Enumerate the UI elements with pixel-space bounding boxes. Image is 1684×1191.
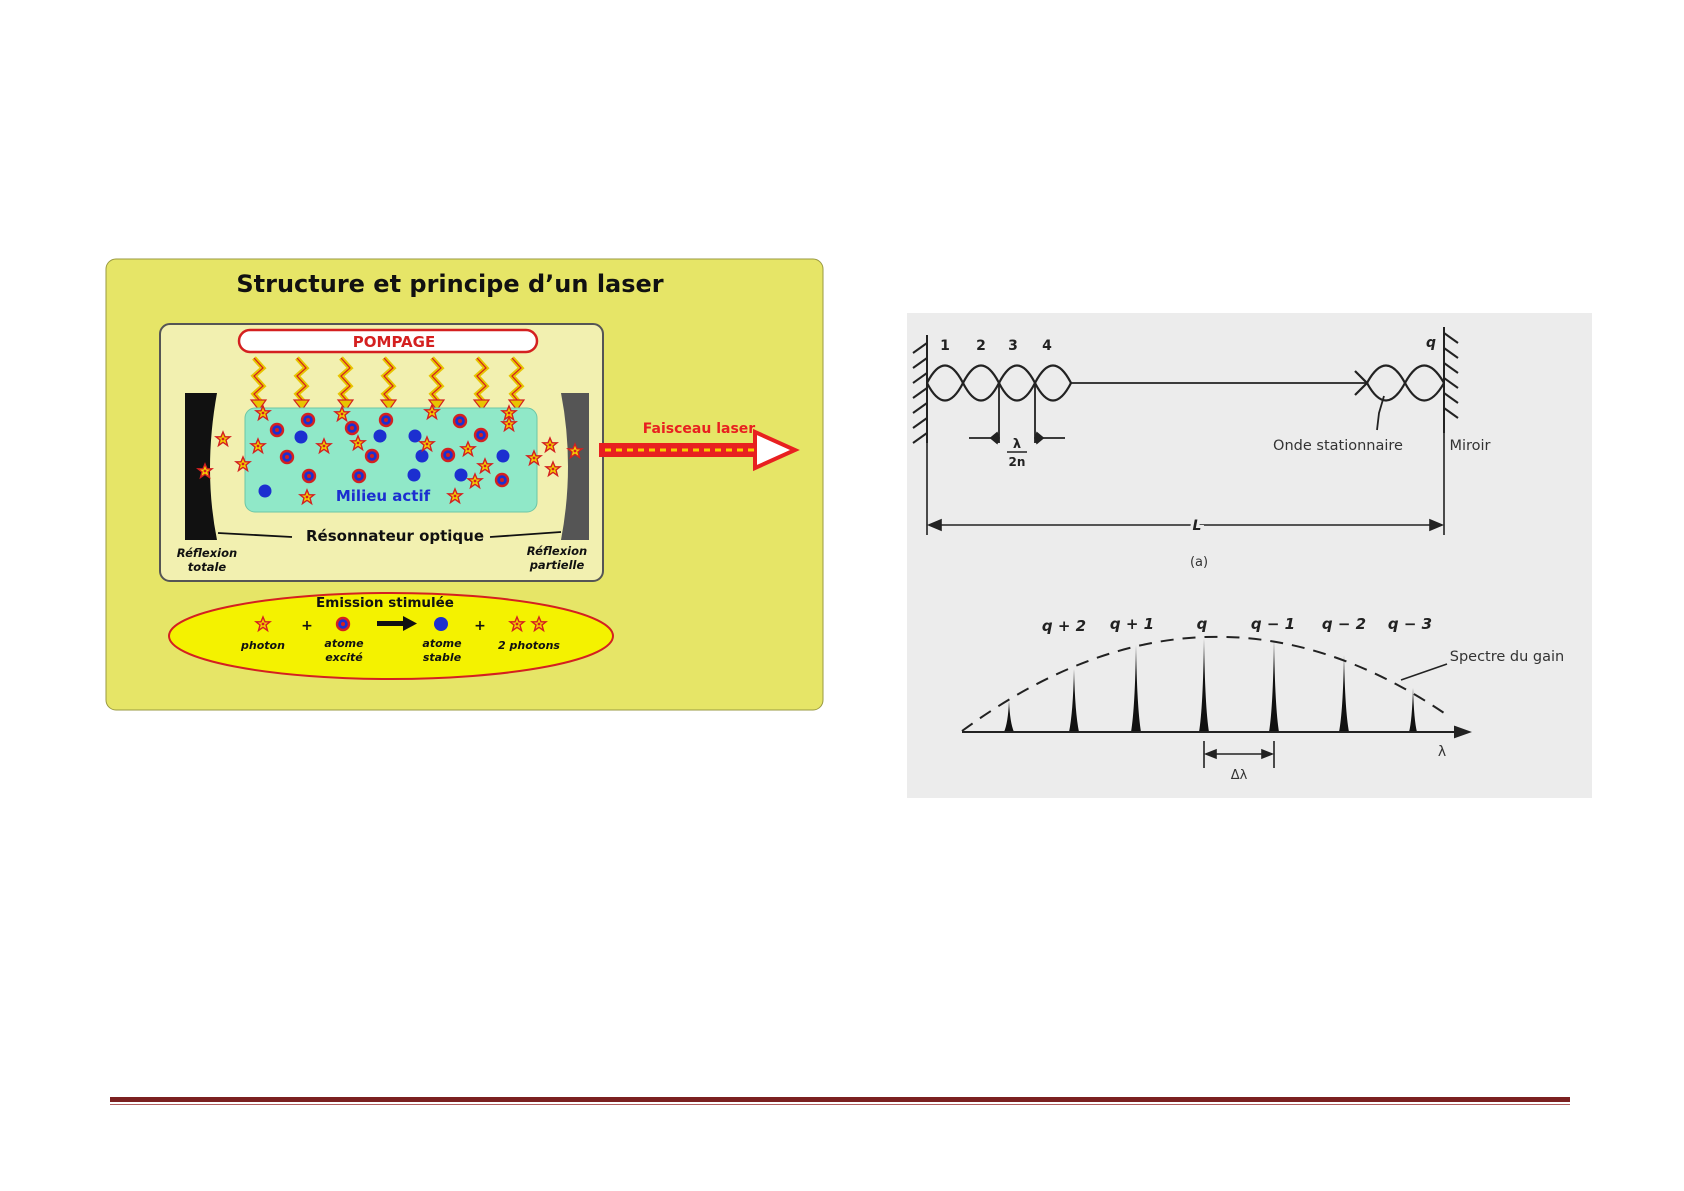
standing-wave-label: Onde stationnaire bbox=[1273, 438, 1403, 454]
half-wavelength-denominator: 2n bbox=[1009, 455, 1026, 469]
emission-stable-label-1: atome bbox=[422, 637, 462, 650]
emission-excited-label-1: atome bbox=[324, 637, 364, 650]
emission-excited-atom-icon bbox=[337, 618, 349, 630]
panel-label: (a) bbox=[1190, 555, 1208, 570]
emission-stable-label-2: stable bbox=[423, 651, 462, 664]
mirror-right-label-1: Réflexion bbox=[527, 544, 587, 558]
mode-label-q-plus-1: q + 1 bbox=[1110, 615, 1154, 633]
cavity-modes-figure: 1 2 3 4 q λ 2n Onde stationnaire Miroir … bbox=[907, 313, 1592, 798]
footer-rule bbox=[110, 1097, 1570, 1102]
emission-photons-label: 2 photons bbox=[498, 639, 560, 652]
emission-stable-atom-icon bbox=[434, 617, 448, 631]
laser-structure-figure: Structure et principe d’un laser POMPAGE… bbox=[105, 258, 824, 711]
axis-label: λ bbox=[1438, 744, 1446, 760]
mode-number-q: q bbox=[1426, 335, 1436, 351]
mode-label-q: q bbox=[1197, 615, 1208, 633]
mode-label-q-minus-1: q − 1 bbox=[1251, 615, 1295, 633]
beam-label: Faisceau laser bbox=[643, 421, 755, 437]
mirror-label: Miroir bbox=[1449, 438, 1490, 454]
half-wavelength-numerator: λ bbox=[1013, 437, 1021, 452]
gain-label: Spectre du gain bbox=[1450, 649, 1564, 665]
mode-number-2: 2 bbox=[976, 338, 986, 354]
resonator-label: Résonnateur optique bbox=[306, 527, 484, 545]
mirror-left-label-1: Réflexion bbox=[177, 546, 237, 560]
emission-plus-1: + bbox=[301, 618, 313, 634]
mode-number-1: 1 bbox=[940, 338, 950, 354]
mode-label-q-minus-2: q − 2 bbox=[1322, 615, 1366, 633]
emission-photon-label: photon bbox=[240, 639, 285, 652]
length-label: L bbox=[1193, 518, 1202, 534]
emission-excited-label-2: excité bbox=[325, 651, 363, 664]
pumping-label: POMPAGE bbox=[353, 333, 435, 351]
medium-label: Milieu actif bbox=[336, 487, 431, 505]
footer-rule-thin bbox=[110, 1104, 1570, 1105]
mode-number-3: 3 bbox=[1008, 338, 1018, 354]
mode-number-4: 4 bbox=[1042, 338, 1052, 354]
emission-plus-2: + bbox=[474, 618, 486, 634]
mode-label-q-plus-2: q + 2 bbox=[1042, 617, 1086, 635]
mirror-right-label-2: partielle bbox=[529, 558, 585, 572]
spacing-label: Δλ bbox=[1231, 768, 1248, 783]
mirror-left-label-2: totale bbox=[188, 560, 227, 574]
emission-title: Emission stimulée bbox=[316, 595, 454, 611]
figure-title: Structure et principe d’un laser bbox=[236, 270, 663, 298]
mode-label-q-minus-3: q − 3 bbox=[1388, 615, 1432, 633]
